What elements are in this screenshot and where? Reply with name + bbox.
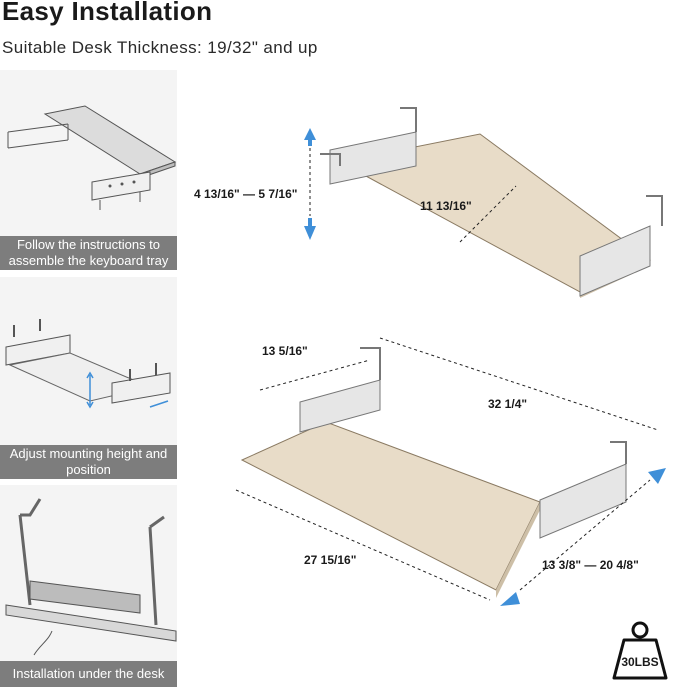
weight-icon <box>612 621 668 680</box>
step-3-illustration <box>0 485 177 661</box>
bracket-depth-label: 13 5/16" <box>262 344 308 358</box>
step-2-caption: Adjust mounting height and position <box>0 445 177 479</box>
tray-depth-label: 11 13/16" <box>420 199 472 213</box>
step-1-illustration <box>0 70 177 236</box>
step-2-illustration <box>0 277 177 445</box>
height-range-label: 4 13/16" — 5 7/16" <box>194 187 298 201</box>
slide-range-label: 13 3/8" — 20 4/8" <box>542 558 639 572</box>
page-subtitle: Suitable Desk Thickness: 19/32" and up <box>2 38 318 57</box>
step-3-caption: Installation under the desk <box>0 661 177 687</box>
step-1-caption: Follow the instructions to assemble the … <box>0 236 177 270</box>
keyboard-tray-diagram <box>235 107 666 606</box>
tray-width-label: 27 15/16" <box>304 553 357 567</box>
overall-width-label: 32 1/4" <box>488 397 528 411</box>
page-title: Easy Installation <box>2 0 213 26</box>
weight-capacity-label: 30LBS <box>621 655 659 669</box>
